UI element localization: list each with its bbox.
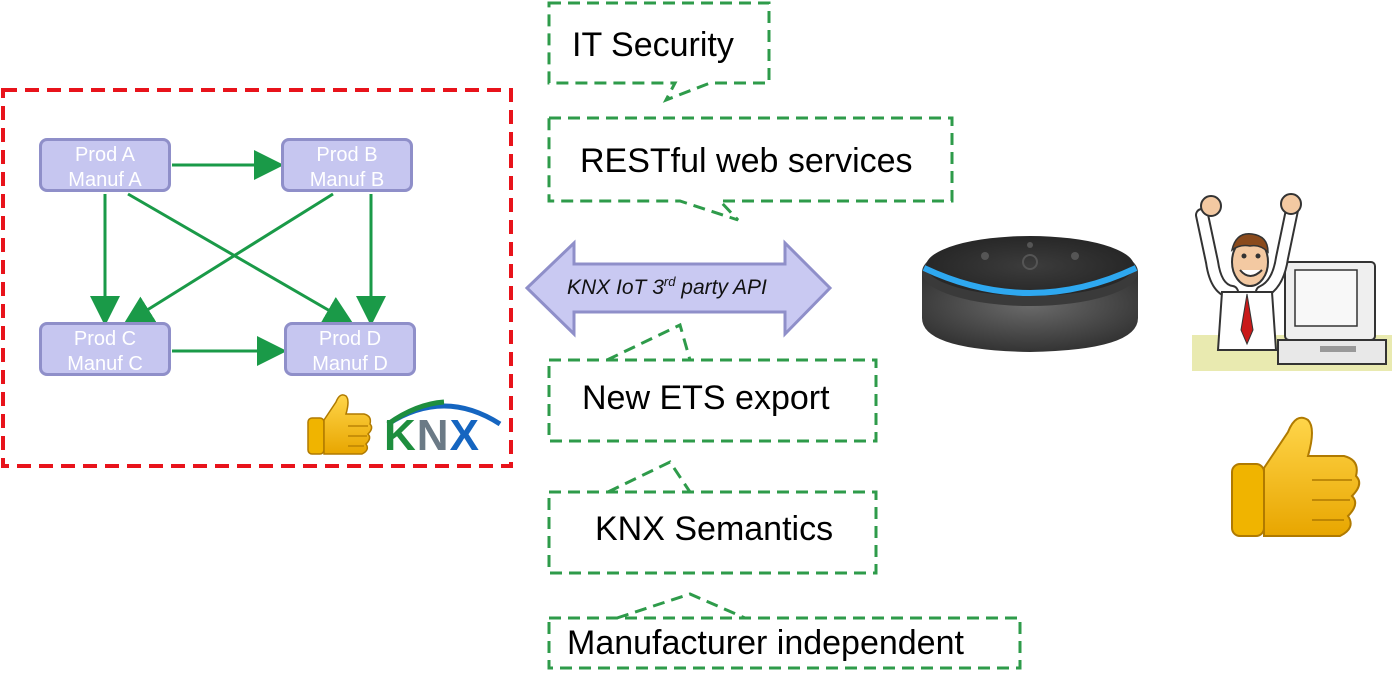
product-manufacturer: Manuf D (312, 353, 388, 375)
product-box-d: Prod D Manuf D (284, 322, 416, 376)
thumbs-up-icon (307, 394, 373, 455)
callout-manufacturer-box (547, 592, 1022, 670)
callout-manufacturer: Manufacturer independent (567, 624, 964, 662)
callout-semantics-box (547, 460, 878, 575)
product-name: Prod A (74, 144, 136, 166)
knx-logo: KNX (382, 396, 506, 460)
callout-ets-export-box (547, 322, 878, 443)
api-double-arrow (524, 239, 833, 338)
product-name: Prod D (318, 328, 382, 350)
callout-it-security: IT Security (572, 26, 734, 64)
knx-logo-arc (386, 399, 502, 426)
product-name: Prod C (73, 328, 137, 350)
product-name: Prod B (316, 144, 378, 166)
edge-b-c (122, 192, 334, 326)
callout-restful-box (547, 116, 954, 222)
product-manufacturer: Manuf B (309, 169, 385, 191)
product-edges (90, 150, 386, 366)
product-frame (1, 88, 513, 468)
happy-user-at-computer-icon (1192, 193, 1392, 371)
callout-restful: RESTful web services (580, 142, 913, 180)
callout-semantics: KNX Semantics (595, 510, 834, 548)
callout-ets-export: New ETS export (582, 379, 830, 417)
callout-it-security-box (547, 1, 771, 103)
api-arrow-label: KNX IoT 3rd party API (567, 274, 767, 299)
smart-speaker-icon (922, 236, 1138, 352)
product-box-c: Prod C Manuf C (39, 322, 171, 376)
thumbs-up-icon (1231, 416, 1361, 537)
product-box-a: Prod A Manuf A (39, 138, 171, 192)
product-box-b: Prod B Manuf B (281, 138, 413, 192)
product-manufacturer: Manuf A (68, 169, 142, 191)
product-manufacturer: Manuf C (67, 353, 143, 375)
edge-a-d (127, 192, 355, 326)
knx-logo-text: KNX (384, 411, 480, 460)
